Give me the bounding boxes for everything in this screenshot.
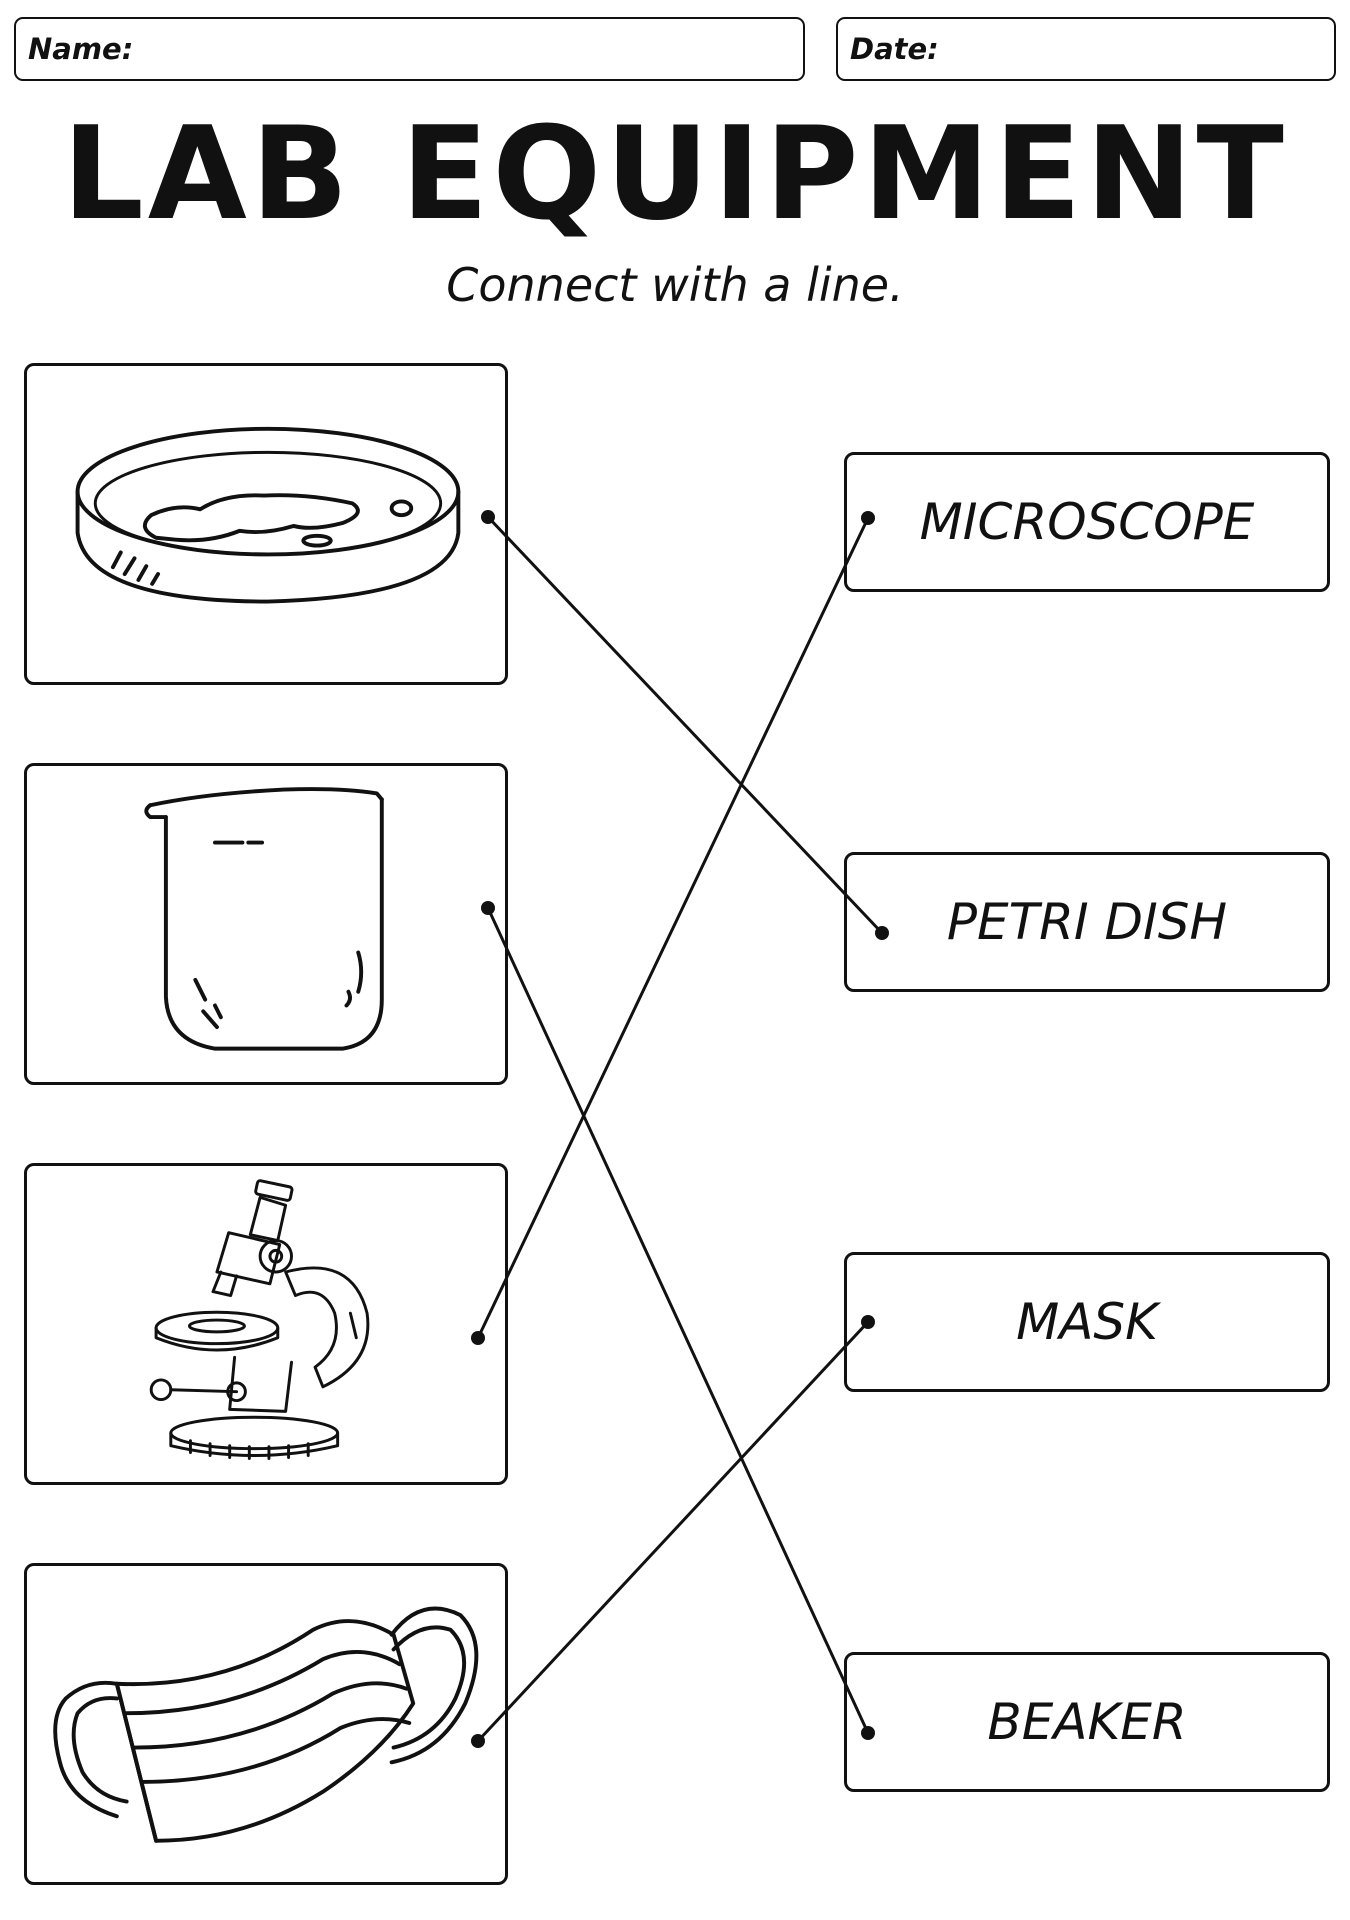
word-label: MASK [1016,1293,1158,1351]
microscope-icon [149,1179,370,1460]
mask-icon [53,1606,479,1843]
petri-dish-icon [75,426,461,604]
name-field[interactable]: Name: [14,17,805,81]
word-box-beaker[interactable]: BEAKER [844,1652,1330,1792]
picture-box-petri-dish [24,363,508,685]
connection-line-petri-dish [486,515,884,935]
word-label: BEAKER [987,1693,1187,1751]
name-label: Name: [28,32,134,66]
instruction-text: Connect with a line. [446,258,904,312]
picture-box-microscope [24,1163,508,1485]
date-field[interactable]: Date: [836,17,1336,81]
word-box-microscope[interactable]: MICROSCOPE [844,452,1330,592]
word-label: MICROSCOPE [919,493,1255,551]
date-label: Date: [850,32,939,66]
connection-line-microscope [476,517,870,1339]
page-title: LAB EQUIPMENT [62,100,1288,249]
picture-box-beaker [24,763,508,1085]
word-box-petri-dish[interactable]: PETRI DISH [844,852,1330,992]
word-label: PETRI DISH [946,893,1228,951]
beaker-icon [144,787,384,1051]
connection-line-mask [476,1320,870,1743]
picture-box-mask [24,1563,508,1885]
word-box-mask[interactable]: MASK [844,1252,1330,1392]
connection-line-beaker [486,907,870,1734]
